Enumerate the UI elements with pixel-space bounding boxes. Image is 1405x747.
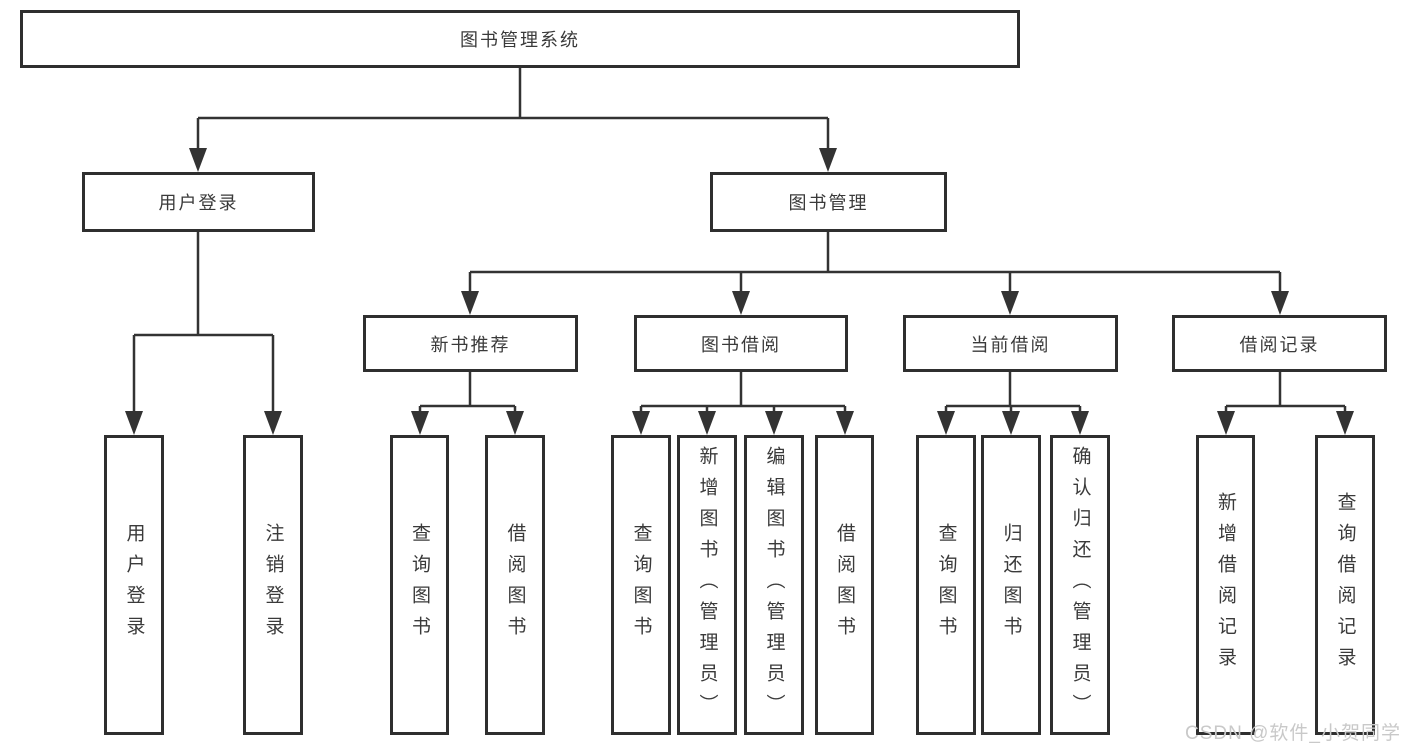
connector-user-login-to-leaves [132,232,275,413]
leaf-logout: 注销登录 [243,435,303,735]
node-new-book-recommend: 新书推荐 [363,315,578,372]
node-book-borrow: 图书借阅 [634,315,848,372]
leaf-cb-query-books: 查询图书 [916,435,976,735]
arrowheads [125,148,1354,435]
node-library-management-system: 图书管理系统 [20,10,1020,68]
leaf-user-login: 用户登录 [104,435,164,735]
connector-new-book-rec-to-leaves [418,372,517,413]
connector-book-mgmt-to-level3 [468,232,1282,293]
connector-root-to-level2 [196,68,830,150]
leaf-rec-query-books: 查询图书 [390,435,449,735]
leaf-cb-confirm-return-admin: 确认归还（管理员） [1050,435,1110,735]
node-borrow-records: 借阅记录 [1172,315,1387,372]
leaf-bb-add-books-admin: 新增图书（管理员） [677,435,737,735]
leaf-cb-return-books: 归还图书 [981,435,1041,735]
connector-borrow-records-to-leaves [1224,372,1347,413]
connector-book-borrow-to-leaves [639,372,847,413]
leaf-br-query-record: 查询借阅记录 [1315,435,1375,735]
node-current-borrow: 当前借阅 [903,315,1118,372]
node-user-login: 用户登录 [82,172,315,232]
leaf-bb-edit-books-admin: 编辑图书（管理员） [744,435,804,735]
node-book-management: 图书管理 [710,172,947,232]
leaf-bb-borrow-books: 借阅图书 [815,435,874,735]
leaf-br-add-record: 新增借阅记录 [1196,435,1255,735]
leaf-bb-query-books: 查询图书 [611,435,671,735]
connector-current-borrow-to-leaves [944,372,1082,413]
leaf-rec-borrow-books: 借阅图书 [485,435,545,735]
csdn-watermark: CSDN @软件_小贺同学 [1185,723,1401,744]
